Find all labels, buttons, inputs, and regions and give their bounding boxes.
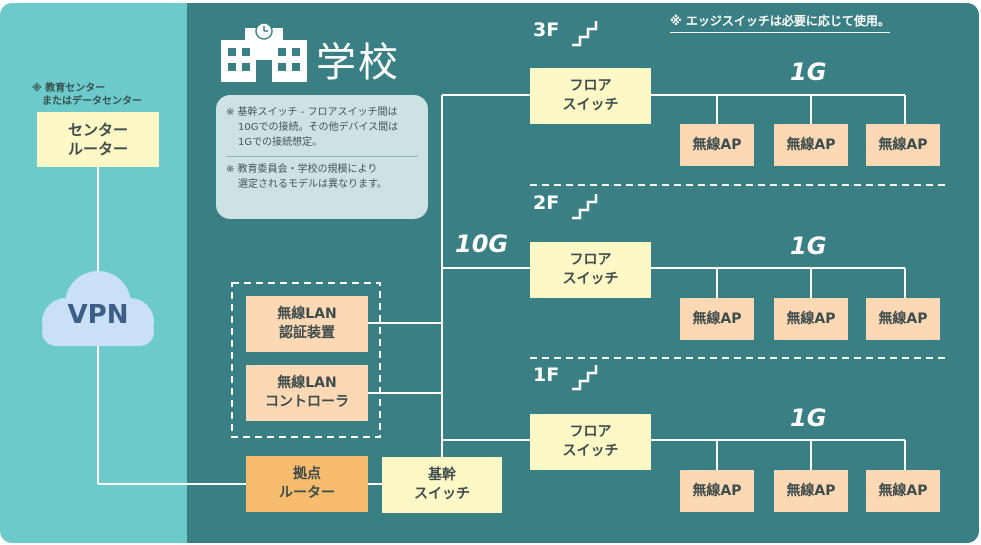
floor-speed-3f: 1G xyxy=(790,58,827,86)
site-router: 拠点 ルーター xyxy=(246,456,368,512)
wireless-ap: 無線AP xyxy=(680,124,754,166)
wireless-ap: 無線AP xyxy=(866,470,940,512)
floor-speed-1f: 1G xyxy=(790,404,827,432)
cloud-icon xyxy=(42,271,154,346)
wireless-ap: 無線AP xyxy=(774,298,848,340)
note-divider xyxy=(226,156,418,157)
wireless-ap: 無線AP xyxy=(866,124,940,166)
wireless-ap: 無線AP xyxy=(774,470,848,512)
floor-switch-2f: フロア スイッチ xyxy=(530,242,651,298)
wlan-auth-device: 無線LAN 認証装置 xyxy=(246,296,368,352)
wireless-ap: 無線AP xyxy=(680,298,754,340)
data-center-note: ※ 教育センター またはデータセンター xyxy=(32,83,142,107)
vpn-label: VPN xyxy=(67,300,129,330)
stairs-icon xyxy=(572,21,598,47)
wireless-ap: 無線AP xyxy=(680,470,754,512)
floor-label-3f: 3F xyxy=(533,19,560,41)
floor-label-1f: 1F xyxy=(533,364,560,386)
info-note-box: ※ 基幹スイッチ - フロアスイッチ間は 10Gでの接続。その他デバイス間は 1… xyxy=(216,95,428,219)
stairs-icon xyxy=(572,365,598,391)
school-title: 学校 xyxy=(316,40,400,86)
school-building-icon xyxy=(221,22,307,82)
floor-switch-3f: フロア スイッチ xyxy=(530,68,651,124)
floor-label-2f: 2F xyxy=(533,192,560,214)
edge-switch-note: ※ エッジスイッチは必要に応じて使用。 xyxy=(670,12,890,33)
center-router: センター ルーター xyxy=(37,112,159,167)
stairs-icon xyxy=(572,194,598,220)
wireless-ap: 無線AP xyxy=(866,298,940,340)
note-model-selection: ※ 教育委員会・学校の規模により 選定されるモデルは異なります。 xyxy=(226,164,387,190)
floor-speed-2f: 1G xyxy=(790,232,827,260)
wlan-controller: 無線LAN コントローラ xyxy=(246,365,368,421)
wireless-ap: 無線AP xyxy=(774,124,848,166)
note-backbone-speed: ※ 基幹スイッチ - フロアスイッチ間は 10Gでの接続。その他デバイス間は 1… xyxy=(226,107,399,148)
uplink-speed-label: 10G xyxy=(455,230,509,258)
floor-switch-1f: フロア スイッチ xyxy=(530,414,651,470)
core-switch: 基幹 スイッチ xyxy=(382,457,502,513)
